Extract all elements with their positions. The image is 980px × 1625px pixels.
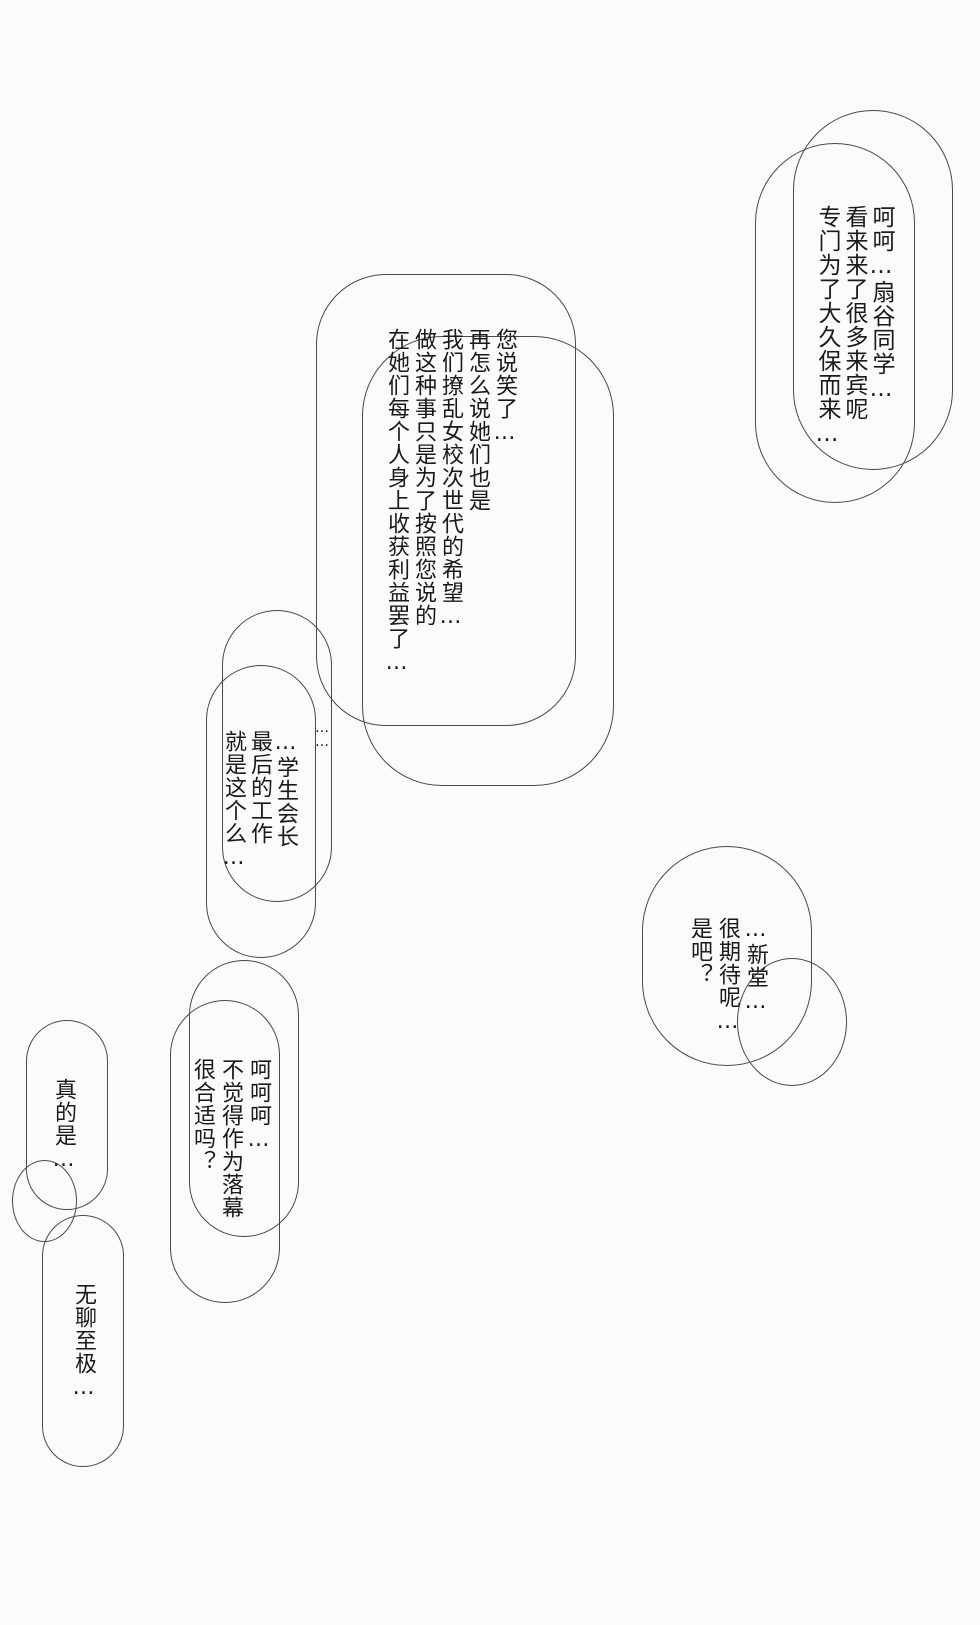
bubble-line: 无聊至极… (71, 1283, 96, 1401)
speech-bubble-text-ougi: 呵呵…扇谷同学… 看来来了很多来宾呢 专门为了大久保而来… (814, 205, 894, 448)
speech-bubble-outline (316, 274, 576, 726)
speech-bubble-text-hope: 您说笑了… 再怎么说她们也是 我们撩乱女校次世代的希望… 做这种事只是为了按照您… (384, 328, 517, 676)
speech-bubble-text-council: …学生会长 最后的工作 就是这个么… (221, 730, 298, 871)
bubble-line: 呵呵…扇谷同学… (868, 205, 894, 403)
bubble-line: …新堂… (743, 917, 768, 1015)
speech-bubble-outline (755, 143, 915, 503)
bubble-line: 真的是… (51, 1078, 76, 1173)
speech-bubble-tail-circle (737, 958, 847, 1086)
bubble-line: 就是这个么… (221, 730, 246, 871)
bubble-line: 看来来了很多来宾呢 (841, 205, 867, 421)
bubble-line: 不觉得作为落幕 (218, 1058, 243, 1219)
speech-bubble-outline (42, 1215, 124, 1467)
speech-bubble-outline (206, 665, 316, 958)
bubble-line: 专门为了大久保而来… (814, 205, 840, 448)
speech-bubble-text-really: 真的是… (51, 1078, 76, 1173)
ellipsis-text: …… (314, 720, 330, 748)
bubble-line: …学生会长 (273, 730, 298, 848)
speech-bubble-text-curtain: 呵呵呵… 不觉得作为落幕 很合适吗？ (190, 1058, 271, 1219)
speech-bubble-outline (189, 960, 299, 1237)
bubble-line: 呵呵呵… (246, 1058, 271, 1153)
bubble-line: 我们撩乱女校次世代的希望… (438, 328, 463, 630)
bubble-line: 最后的工作 (247, 730, 272, 845)
bubble-line: 很合适吗？ (190, 1058, 215, 1173)
speech-bubble-outline (222, 610, 332, 902)
bubble-line: 很期待呢… (715, 917, 740, 1035)
speech-bubble-text-boring: 无聊至极… (71, 1283, 96, 1401)
speech-bubble-outline (362, 336, 614, 786)
speech-bubble-text-shindou: …新堂… 很期待呢… 是吧？ (687, 917, 768, 1035)
bubble-line: 再怎么说她们也是 (465, 328, 490, 512)
bubble-line: 您说笑了… (492, 328, 517, 446)
speech-bubble-outline (642, 846, 812, 1066)
speech-bubble-outline (170, 1000, 280, 1303)
bubble-line: 做这种事只是为了按照您说的 (411, 328, 436, 627)
bubble-line: 在她们每个人身上收获利益罢了… (384, 328, 409, 676)
bubble-line: 是吧？ (687, 917, 712, 986)
